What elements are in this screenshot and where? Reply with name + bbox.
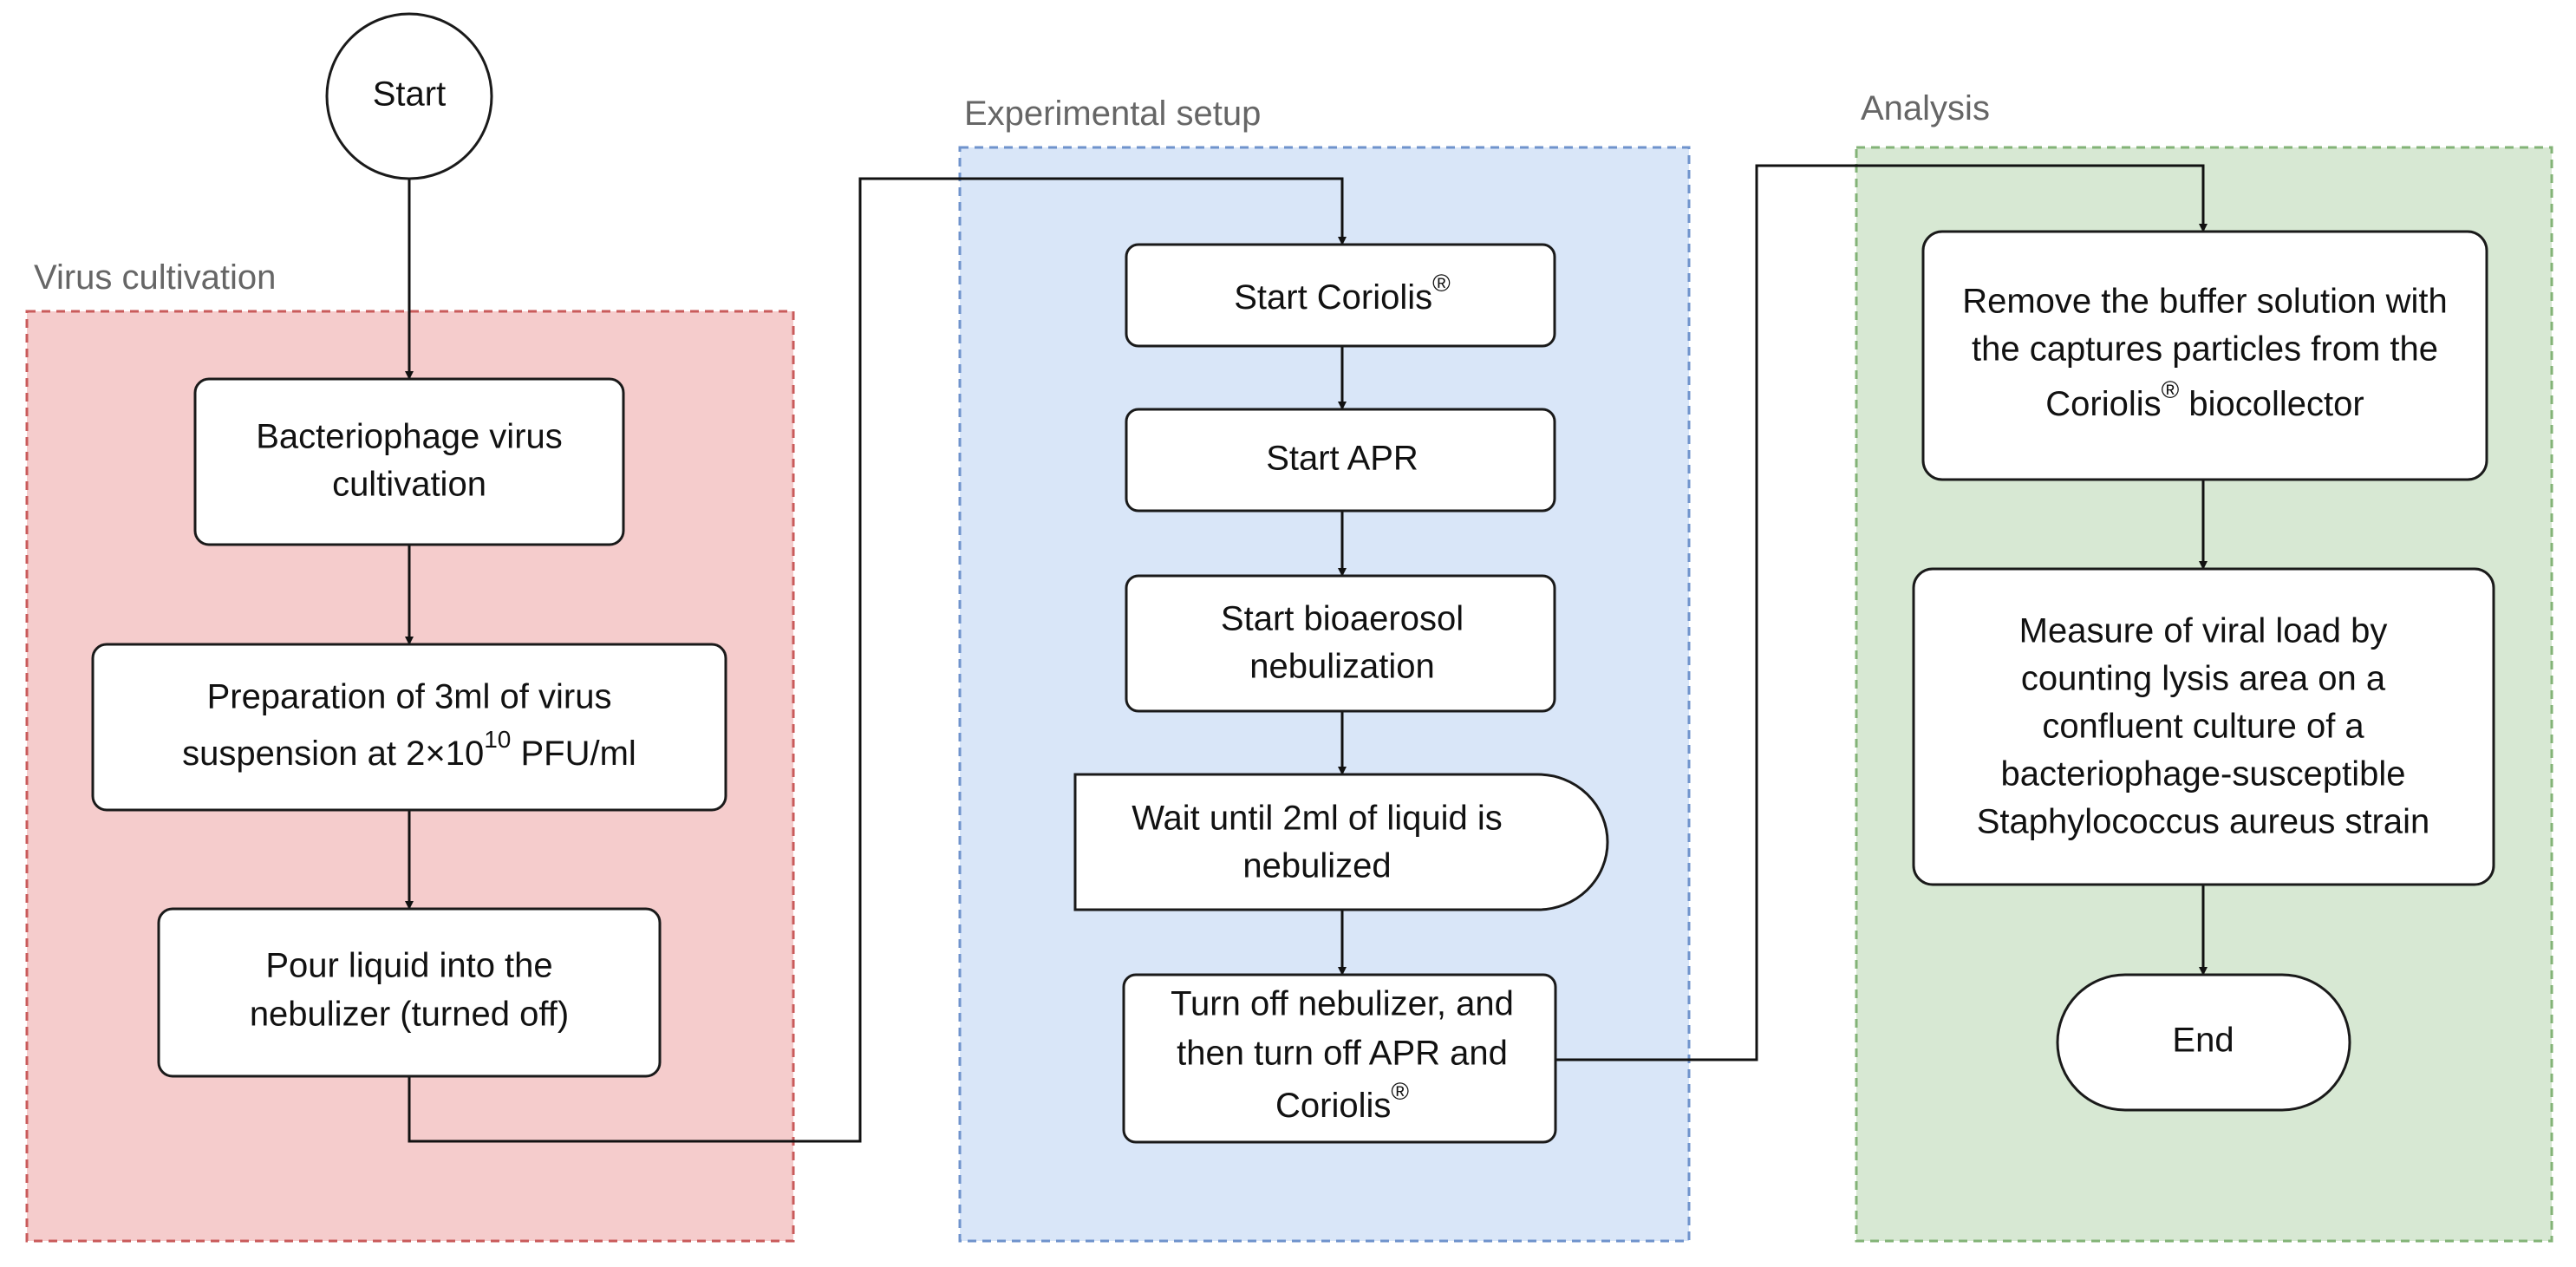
node-wait-line1: Wait until 2ml of liquid is: [1131, 800, 1503, 838]
node-start-coriolis-label: Start Coriolis®: [1234, 270, 1451, 316]
node-pour-line1: Pour liquid into the: [265, 947, 552, 985]
node-remove-line1: Remove the buffer solution with: [1962, 283, 2448, 321]
edge-turnoff-to-remove: [1555, 164, 2208, 1061]
node-measure-line1: Measure of viral load by: [2019, 612, 2388, 650]
node-measure-line3: confluent culture of a: [2042, 708, 2364, 746]
node-measure-line4: bacteriophage-susceptible: [2001, 755, 2406, 794]
node-measure-viral-load: Measure of viral load by counting lysis …: [1912, 567, 2495, 886]
node-remove-line2: the captures particles from the: [1972, 330, 2438, 369]
edge-pour-to-start-coriolis: [408, 177, 1347, 1143]
node-preparation-line2: suspension at 2×1010 PFU/ml: [182, 726, 636, 772]
node-start-apr-label: Start APR: [1266, 440, 1418, 478]
node-turnoff-line2: then turn off APR and: [1177, 1035, 1508, 1073]
node-end-label: End: [2172, 1022, 2234, 1060]
node-remove-line3: Coriolis® biocollector: [2045, 376, 2364, 422]
node-cultivation-line2: cultivation: [332, 466, 486, 504]
node-wait-nebulized: Wait until 2ml of liquid is nebulized: [1073, 773, 1609, 911]
node-preparation-line1: Preparation of 3ml of virus: [207, 678, 612, 716]
node-turnoff-line3: Coriolis®: [1275, 1078, 1409, 1124]
node-measure-line5: Staphylococcus aureus strain: [1977, 803, 2430, 841]
node-preparation: Preparation of 3ml of virus suspension a…: [91, 643, 727, 812]
node-bioaerosol-line1: Start bioaerosol: [1221, 600, 1464, 638]
node-end: End: [2056, 973, 2351, 1112]
node-cultivation-line1: Bacteriophage virus: [256, 418, 563, 456]
node-start-label: Start: [373, 75, 446, 114]
node-turn-off: Turn off nebulizer, and then turn off AP…: [1122, 973, 1557, 1144]
node-pour-line2: nebulizer (turned off): [250, 996, 569, 1034]
group-title-setup: Experimental setup: [964, 95, 1261, 133]
node-pour-liquid: Pour liquid into the nebulizer (turned o…: [157, 907, 662, 1078]
node-measure-line2: counting lysis area on a: [2021, 660, 2386, 698]
node-remove-buffer: Remove the buffer solution with the capt…: [1921, 230, 2488, 481]
node-wait-line2: nebulized: [1242, 847, 1391, 885]
node-start-bioaerosol: Start bioaerosol nebulization: [1125, 574, 1556, 713]
node-bacteriophage-cultivation: Bacteriophage virus cultivation: [193, 377, 625, 546]
node-turnoff-line1: Turn off nebulizer, and: [1171, 985, 1514, 1023]
group-title-analysis: Analysis: [1861, 89, 1990, 127]
node-start-coriolis: Start Coriolis®: [1125, 243, 1556, 348]
node-start: Start: [325, 12, 493, 180]
node-bioaerosol-line2: nebulization: [1249, 648, 1435, 686]
node-start-apr: Start APR: [1125, 408, 1556, 513]
group-title-virus: Virus cultivation: [34, 258, 276, 297]
